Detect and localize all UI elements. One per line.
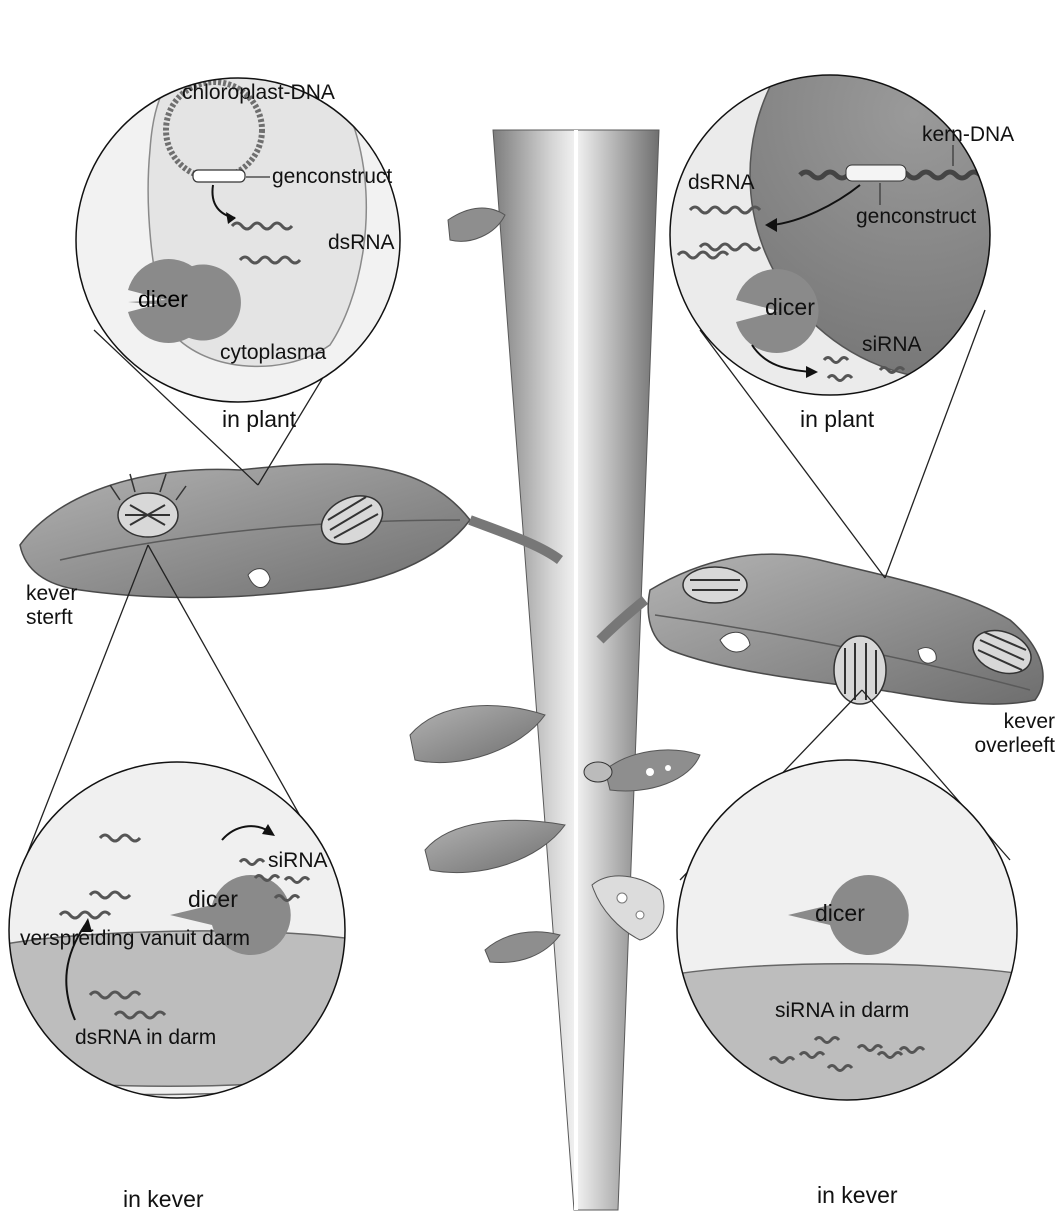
- label-dicer-top-right: dicer: [765, 296, 815, 319]
- label-dsrna-in-darm: dsRNA in darm: [75, 1027, 216, 1048]
- circle-bottom-right: [670, 760, 1030, 1111]
- beetle-right-2: [834, 636, 886, 704]
- middle-left-stem-leaf: [410, 705, 545, 762]
- label-kever-sterft: kever sterft: [26, 582, 77, 630]
- gut-band: [670, 964, 1030, 1102]
- label-kever-overleeft: kever overleeft: [965, 710, 1055, 758]
- label-sirna-top-right: siRNA: [862, 334, 922, 355]
- label-sirna-in-darm: siRNA in darm: [775, 1000, 909, 1021]
- label-kern-dna: kern-DNA: [922, 124, 1014, 145]
- label-dicer-bottom-right: dicer: [815, 902, 865, 925]
- plant-stem: [493, 130, 659, 1210]
- label-dicer-top-left: dicer: [138, 288, 188, 311]
- label-sirna-bottom-left: siRNA: [268, 850, 328, 871]
- label-cytoplasma: cytoplasma: [220, 342, 326, 363]
- genconstruct-segment: [846, 165, 906, 181]
- right-leaf: [600, 554, 1043, 704]
- left-leaf: [20, 464, 560, 597]
- label-verspreiding: verspreiding vanuit darm: [20, 928, 250, 949]
- label-dsrna-left: dsRNA: [328, 232, 395, 253]
- label-genconstruct-left: genconstruct: [272, 166, 392, 187]
- beetle-right-1: [683, 567, 747, 603]
- caption-bottom-left: in kever: [123, 1188, 204, 1211]
- label-dsrna-right: dsRNA: [688, 172, 755, 193]
- caption-bottom-right: in kever: [817, 1184, 898, 1207]
- upper-stem-leaf: [448, 208, 505, 241]
- label-genconstruct-right: genconstruct: [856, 206, 976, 227]
- caption-top-left: in plant: [222, 408, 296, 431]
- beetle-small-stem: [584, 762, 612, 782]
- gut-band: [0, 931, 360, 1086]
- lower-left-stem-leaf: [425, 820, 565, 872]
- genconstruct-segment: [193, 170, 245, 182]
- label-chloroplast-dna: chloroplast-DNA: [182, 82, 335, 103]
- bottom-left-stem-leaf: [485, 932, 560, 963]
- caption-top-right: in plant: [800, 408, 874, 431]
- label-dicer-bottom-left: dicer: [188, 888, 238, 911]
